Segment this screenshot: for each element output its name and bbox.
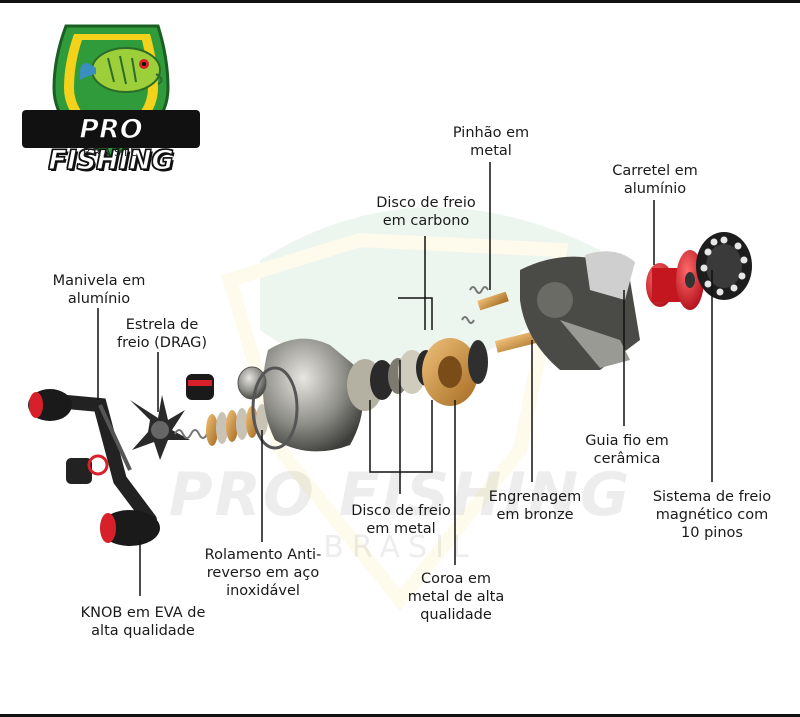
label-estrela: Estrela de freio (DRAG) — [116, 317, 208, 351]
side-plate-housing — [237, 338, 364, 452]
watermark-subtitle: BRASIL — [323, 530, 477, 565]
label-disco-carbono: Disco de freio em carbono — [376, 195, 476, 229]
leader-disco-metal-bracket — [369, 400, 433, 473]
label-disco-metal: Disco de freio em metal — [351, 503, 451, 537]
crank-handle — [38, 393, 157, 527]
label-engrenagem: Engrenagem em bronze — [488, 489, 582, 523]
cap-red-nut — [186, 374, 214, 400]
label-pinhao: Pinhão em metal — [452, 125, 530, 159]
label-guia-fio: Guia fio em cerâmica — [585, 433, 669, 467]
knob-bottom — [100, 510, 160, 546]
label-carretel: Carretel em alumínio — [612, 163, 698, 197]
leader-disco-bracket-top — [398, 297, 433, 330]
handle-nut — [66, 454, 109, 484]
reel-frame-body — [520, 251, 640, 370]
logo-subtitle: BRASIL — [82, 146, 140, 159]
shield-fish-icon — [22, 24, 200, 158]
star-drag — [130, 395, 190, 460]
background-fish-watermark — [221, 207, 600, 612]
label-sistema-freio: Sistema de freio magnético com 10 pinos — [652, 489, 772, 541]
magnetic-brake — [696, 232, 752, 300]
pinion-gear — [461, 286, 509, 324]
brand-logo: PRO FISHING BRASIL — [18, 18, 204, 177]
label-coroa: Coroa em metal de alta qualidade — [407, 571, 505, 623]
crown-gear — [422, 338, 488, 406]
knob-top — [28, 389, 72, 421]
label-manivela: Manivela em alumínio — [52, 273, 146, 307]
label-rolamento: Rolamento Anti-reverso em aço inoxidável — [204, 547, 322, 599]
logo-title: PRO FISHING — [48, 113, 175, 176]
spring-and-washers-left — [174, 404, 268, 446]
label-knob: KNOB em EVA de alta qualidade — [80, 605, 206, 639]
leader-lines — [97, 162, 713, 596]
